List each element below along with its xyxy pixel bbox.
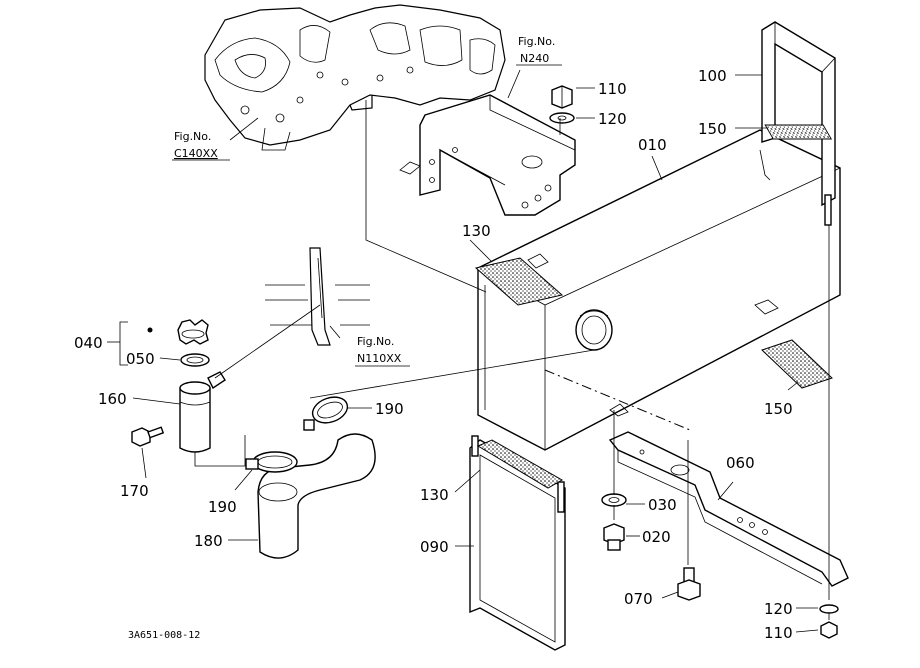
bracket-plate	[399, 94, 576, 216]
fig-ref-n240-line1: Fig.No.	[518, 35, 555, 48]
hose-180	[257, 433, 376, 559]
filler-pipe-160	[179, 371, 226, 453]
fig-ref-n110-line1: Fig.No.	[357, 335, 394, 348]
leader-lines	[107, 69, 819, 633]
packing-050	[180, 353, 210, 367]
clamp-190-upper	[303, 396, 349, 431]
fig-ref-n240-line2: N240	[520, 52, 549, 65]
label-120-bottom: 120	[764, 600, 793, 618]
label-170: 170	[120, 482, 149, 500]
washer-120-bottom	[819, 604, 839, 614]
label-130-top: 130	[462, 222, 491, 240]
pad-150-top	[764, 124, 833, 140]
washer-030	[601, 493, 627, 507]
fig-ref-n110-line2: N110XX	[357, 352, 402, 365]
bolt-070	[677, 567, 701, 601]
fig-ref-c140-line1: Fig.No.	[174, 130, 211, 143]
drain-plug-020	[603, 523, 625, 551]
label-190-left: 190	[208, 498, 237, 516]
label-100: 100	[698, 67, 727, 85]
nut-110-top	[551, 85, 573, 109]
label-010: 010	[638, 136, 667, 154]
fig-ref-c140-line2: C140XX	[174, 147, 218, 160]
label-020: 020	[642, 528, 671, 546]
label-120-top: 120	[598, 110, 627, 128]
pad-130-top	[474, 257, 564, 306]
engine-block	[204, 4, 506, 151]
label-110-top: 110	[598, 80, 627, 98]
drawing-code: 3A651-008-12	[128, 630, 200, 641]
label-150-side: 150	[764, 400, 793, 418]
label-090: 090	[420, 538, 449, 556]
filler-cap-040	[177, 319, 209, 345]
label-040: 040	[74, 334, 103, 352]
label-130-bottom: 130	[420, 486, 449, 504]
label-070: 070	[624, 590, 653, 608]
frame-bracket	[265, 247, 370, 346]
label-030: 030	[648, 496, 677, 514]
pad-130-bottom	[476, 439, 564, 489]
label-060: 060	[726, 454, 755, 472]
label-190-right: 190	[375, 400, 404, 418]
connector-lines	[194, 100, 830, 620]
pad-150-side	[761, 339, 833, 389]
label-110-bottom: 110	[764, 624, 793, 642]
washer-120-top	[549, 112, 575, 124]
label-160: 160	[98, 390, 127, 408]
nut-110-bottom	[820, 621, 838, 639]
clamp-190-lower	[245, 451, 298, 473]
bolt-170	[131, 426, 165, 447]
label-150-top: 150	[698, 120, 727, 138]
label-180: 180	[194, 532, 223, 550]
strap-090	[469, 435, 566, 651]
dot-marker	[147, 327, 153, 333]
label-050: 050	[126, 350, 155, 368]
stay-060	[608, 431, 849, 587]
tank-filler-neck	[575, 309, 613, 351]
